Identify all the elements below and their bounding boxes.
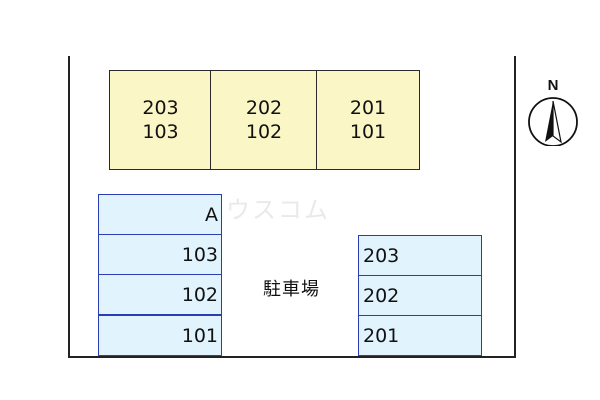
parking-bay-a: A [98,194,222,235]
unit-lower: 103 [142,121,179,143]
unit-column-3: 201 101 [316,70,420,170]
parking-lot-label: 駐車場 [263,279,320,300]
bay-label: 203 [363,244,400,267]
north-compass-icon: N [526,76,580,147]
compass-needle-light [552,100,562,144]
bay-label: 101 [181,324,218,347]
compass-north-label: N [548,77,559,94]
parking-bay-102: 102 [98,274,222,315]
unit-lower: 101 [349,121,387,143]
unit-upper: 201 [349,97,387,119]
bay-label: 103 [181,243,218,266]
parking-bay-101: 101 [98,315,222,356]
unit-column-1: 203 103 [109,70,212,170]
site-boundary [68,56,516,358]
bay-label: 102 [181,283,218,306]
bay-label: 202 [363,284,400,307]
parking-bay-103: 103 [98,234,222,275]
compass-needle-dark [545,101,553,142]
bay-label: A [205,203,218,226]
parking-bay-201: 201 [358,315,482,356]
parking-bay-203: 203 [358,235,482,276]
unit-column-2: 202 102 [210,70,318,170]
unit-lower: 102 [245,121,283,143]
bay-label: 201 [363,324,400,347]
parking-bay-202: 202 [358,275,482,316]
unit-upper: 202 [245,97,283,119]
unit-upper: 203 [142,97,179,119]
